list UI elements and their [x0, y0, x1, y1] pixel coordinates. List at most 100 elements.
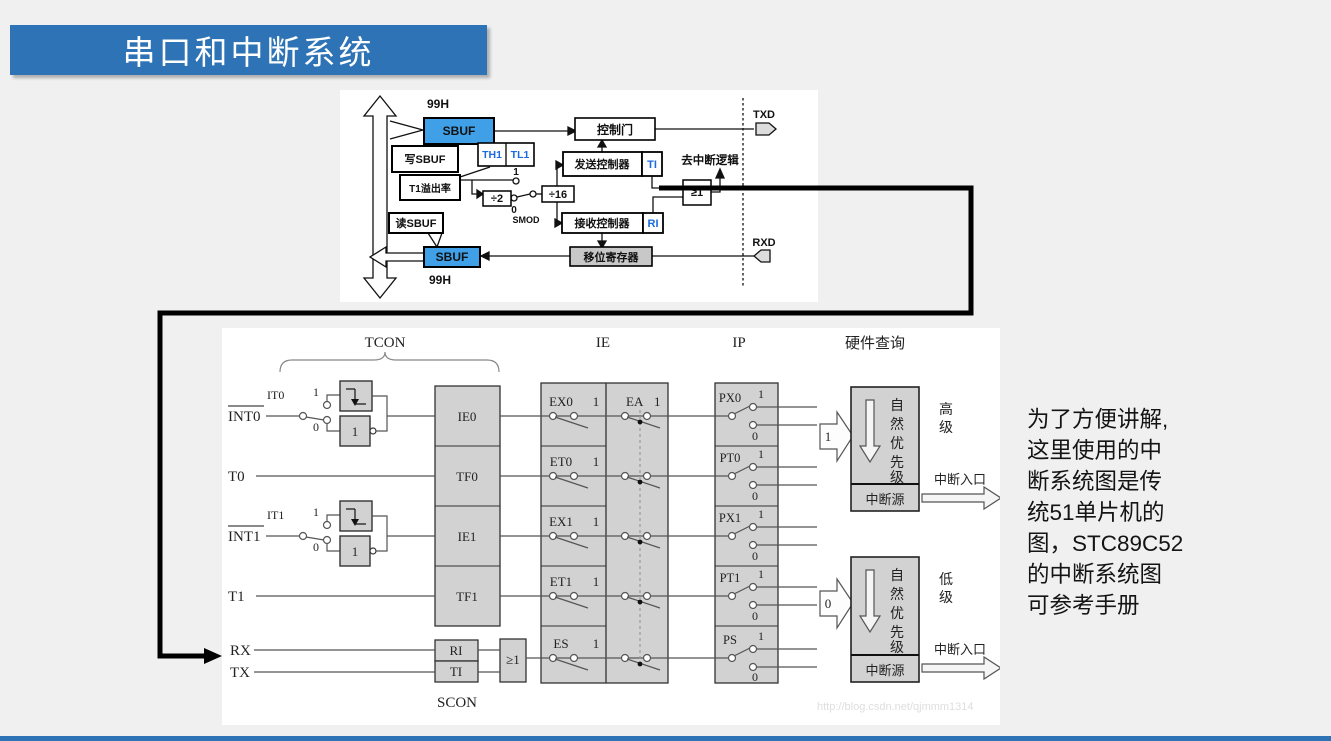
natural-priority-char: 先: [890, 455, 904, 471]
priority-high-group: 1 自 然 优 先 级 中断源 高 级 中断入口: [819, 386, 1000, 512]
interrupt-source-label: 中断源: [865, 663, 904, 678]
rxd-pin-icon: [753, 249, 771, 263]
ie0-flag: IE0: [458, 409, 477, 424]
read-sbuf-label: 读SBUF: [396, 216, 437, 230]
pt1-label: PT1: [720, 571, 741, 585]
connector-arrowhead: [204, 648, 222, 664]
ea-label: EA: [626, 394, 644, 409]
it1-pos1-label: 1: [313, 505, 319, 519]
th1-tl1-box: [477, 142, 535, 167]
serial-port-diagram: 99H SBUF 写SBUF TH1 TL1 T1溢出率 1 ÷2 0 SMOD…: [340, 90, 818, 302]
ri-label: RI: [648, 218, 659, 230]
ie-header: IE: [596, 335, 610, 351]
slide-title-banner: 串口和中断系统: [10, 25, 487, 75]
send-controller-box: [562, 151, 663, 177]
et0-one: 1: [593, 454, 600, 469]
px1-label: PX1: [719, 511, 741, 525]
ex0-one: 1: [593, 394, 600, 409]
sbuf-bottom-label: SBUF: [436, 250, 469, 264]
rxd-label: RXD: [752, 237, 775, 249]
control-gate-box: [574, 117, 656, 141]
ti-label: TI: [647, 159, 657, 171]
ti-flag: TI: [450, 664, 462, 679]
div2-label: ÷2: [491, 193, 503, 205]
px1-one: 1: [758, 507, 764, 521]
side-note-line: 为了方便讲解,: [1027, 407, 1169, 432]
txd-pin-icon: [755, 122, 777, 136]
control-gate-label: 控制门: [597, 122, 633, 137]
priority-1-arrow-label: 1: [825, 429, 832, 444]
natural-priority-char: 自: [890, 568, 904, 584]
shift-register-label: 移位寄存器: [584, 250, 640, 264]
rx-label: RX: [230, 643, 251, 659]
interrupt-entry-arrow-low: [921, 655, 1000, 681]
tf1-flag: TF1: [456, 589, 478, 604]
pt0-label: PT0: [720, 451, 741, 465]
natural-priority-char: 然: [890, 416, 904, 433]
write-sbuf-box: [391, 145, 459, 173]
natural-priority-char: 优: [890, 606, 904, 622]
high-level-char: 高: [939, 401, 953, 418]
ps-label: PS: [723, 633, 737, 647]
scon-label: SCON: [437, 695, 477, 711]
pt0-one: 1: [758, 447, 764, 461]
ex1-one: 1: [593, 514, 600, 529]
div16-label: ÷16: [549, 189, 567, 201]
it1-label: IT1: [267, 508, 284, 522]
es-one: 1: [593, 636, 600, 651]
interrupt-entry-arrow-high: [921, 485, 1000, 511]
side-note: 为了方便讲解, 这里使用的中 断系统图是传 统51单片机的 图，STC89C52…: [1027, 404, 1327, 621]
interrupt-entry-label-low: 中断入口: [934, 642, 986, 657]
et1-label: ET1: [550, 574, 572, 589]
es-label: ES: [553, 636, 568, 651]
side-note-line: 图，STC89C52: [1027, 531, 1184, 556]
serial-or-gate-label: ≥1: [506, 652, 520, 667]
px0-zero: 0: [752, 429, 758, 443]
input-labels: INT0 IT0 T0 INT1 IT1 T1 RX TX: [228, 388, 284, 681]
low-level-char: 级: [939, 590, 953, 606]
ps-one: 1: [758, 629, 764, 643]
interrupt-source-label: 中断源: [865, 492, 904, 507]
t0-label: T0: [228, 469, 245, 485]
ie1-flag: IE1: [458, 529, 477, 544]
natural-priority-char: 先: [890, 625, 904, 641]
it0-label: IT0: [267, 388, 284, 402]
ex1-label: EX1: [549, 514, 573, 529]
th1-label: TH1: [482, 149, 502, 161]
px0-one: 1: [758, 387, 764, 401]
tl1-label: TL1: [511, 149, 530, 161]
t1-label: T1: [228, 589, 245, 605]
sbuf-top-label: SBUF: [443, 124, 476, 138]
natural-priority-char: 优: [890, 436, 904, 452]
side-note-line: 可参考手册: [1027, 593, 1140, 618]
internal-bus-arrow: [362, 94, 398, 300]
sbuf-transmit-box: [423, 117, 495, 145]
int0-label: INT0: [228, 409, 261, 425]
addr-99h-bottom: 99H: [429, 273, 451, 287]
pt1-zero: 0: [752, 609, 758, 623]
addr-99h-top: 99H: [427, 97, 449, 111]
ri-flag: RI: [450, 643, 463, 658]
watermark: http://blog.csdn.net/qjmmm1314: [817, 701, 974, 713]
priority-low-group: 0 自 然 优 先 级 中断源 低 级 中断入口: [819, 556, 1000, 683]
tx-label: TX: [230, 665, 250, 681]
footer-accent-strip: [0, 736, 1331, 741]
page-title: 串口和中断系统: [122, 34, 375, 71]
tcon-brace: [279, 351, 500, 373]
pt1-one: 1: [758, 567, 764, 581]
px0-label: PX0: [719, 391, 741, 405]
int1-label: INT1: [228, 529, 261, 545]
t1-overflow-label: T1溢出率: [409, 182, 451, 195]
interrupt-entry-label-high: 中断入口: [934, 472, 986, 487]
write-sbuf-label: 写SBUF: [405, 153, 446, 166]
ex0-label: EX0: [549, 394, 573, 409]
ip-header: IP: [732, 335, 745, 351]
ps-zero: 0: [752, 670, 758, 684]
interrupt-system-diagram: TCON IE IP 硬件查询: [222, 328, 1000, 725]
natural-priority-char: 级: [890, 640, 904, 656]
high-level-char: 级: [939, 420, 953, 436]
receive-controller-label: 接收控制器: [575, 216, 631, 230]
side-note-line: 的中断系统图: [1027, 562, 1163, 587]
int0-level-gate-label: 1: [352, 424, 359, 439]
